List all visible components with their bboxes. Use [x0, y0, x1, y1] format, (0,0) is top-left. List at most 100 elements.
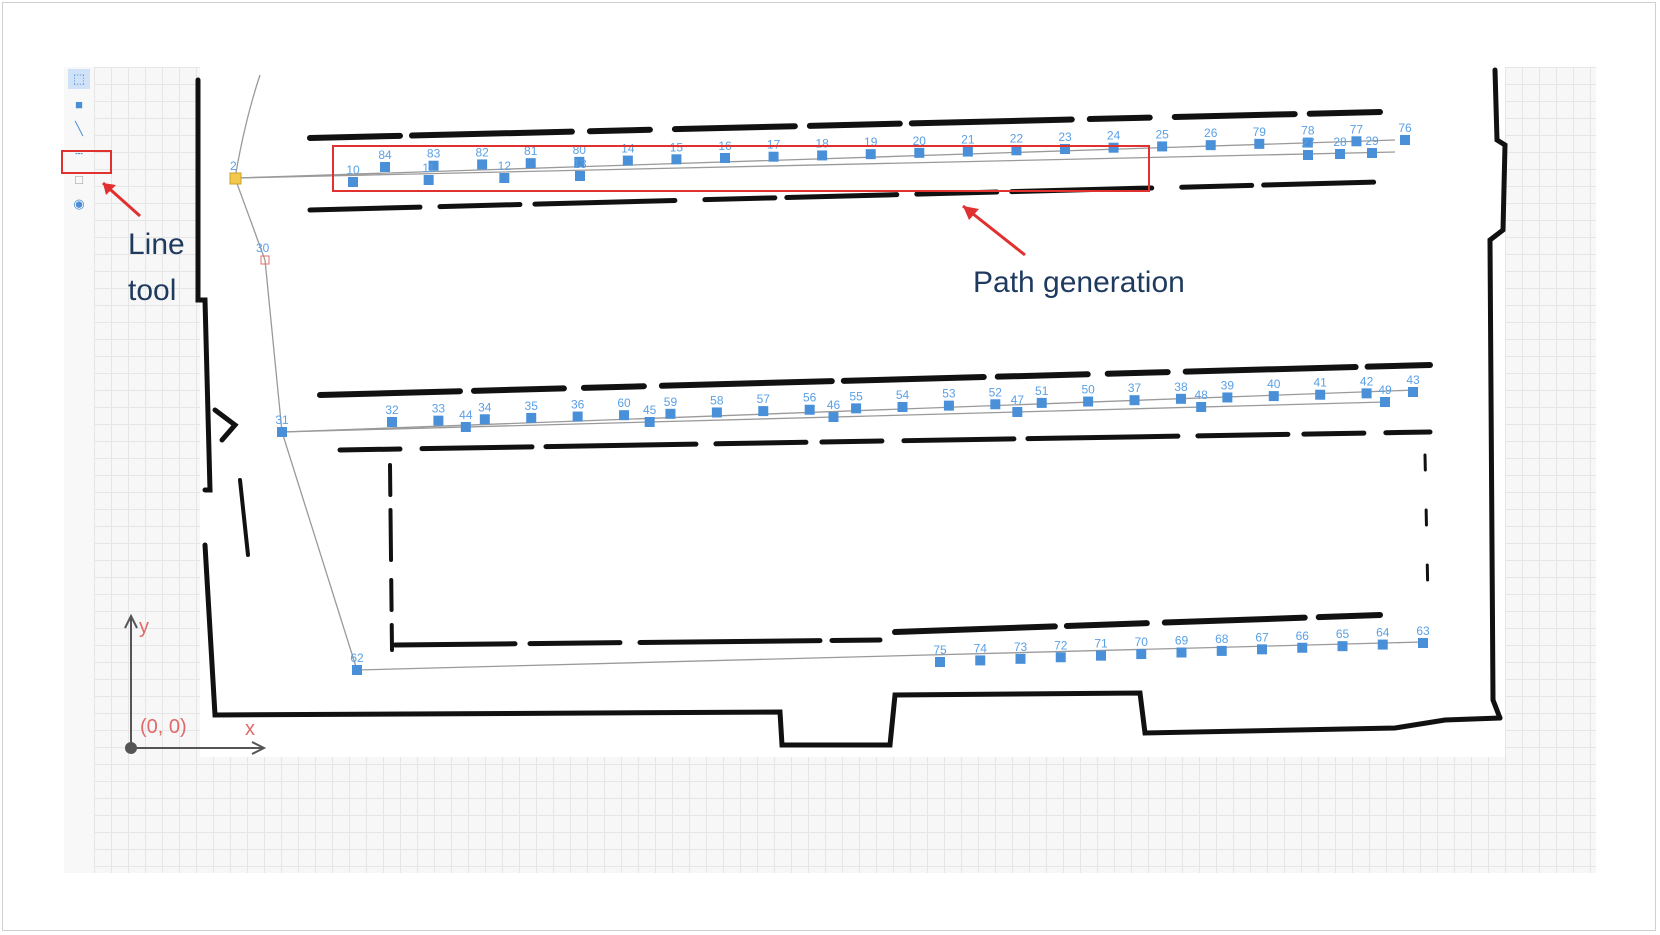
path-node[interactable]	[479, 414, 490, 425]
path-node[interactable]	[352, 665, 362, 675]
path-node[interactable]	[1335, 149, 1345, 159]
rect-icon[interactable]: □	[75, 171, 83, 187]
node-label: 21	[961, 133, 975, 147]
path-node[interactable]	[671, 154, 682, 165]
node-label: 15	[670, 140, 684, 154]
path-node[interactable]	[619, 410, 630, 421]
path-node[interactable]	[1377, 639, 1388, 650]
path-node[interactable]	[1175, 393, 1186, 404]
path-node[interactable]	[423, 175, 434, 185]
path-node[interactable]	[1297, 642, 1308, 653]
select-icon[interactable]: ⬚	[68, 69, 90, 89]
path-node[interactable]	[477, 159, 488, 170]
path-node[interactable]	[1315, 389, 1326, 400]
arrow-head-icon	[103, 183, 116, 195]
path-node[interactable]	[1196, 402, 1207, 412]
path-node[interactable]	[1129, 395, 1140, 406]
path-node[interactable]	[897, 402, 908, 412]
path-node[interactable]	[1418, 638, 1428, 648]
node-label: 83	[427, 147, 441, 161]
wall-pillar	[238, 478, 250, 557]
path-node[interactable]	[943, 400, 954, 411]
path-node[interactable]	[1176, 647, 1187, 658]
node-label: 42	[1360, 374, 1374, 388]
wall-left-upper	[195, 77, 213, 493]
path-node[interactable]	[817, 150, 828, 161]
path-node[interactable]	[720, 153, 730, 163]
path-node[interactable]	[1268, 391, 1279, 402]
node-label: 43	[1406, 373, 1420, 387]
node-label: 64	[1376, 626, 1390, 640]
path-node[interactable]	[1083, 396, 1094, 407]
path-node[interactable]	[1367, 148, 1377, 158]
wall-bottom	[202, 542, 1503, 748]
path-node[interactable]	[865, 149, 876, 160]
line-tool-label-line1: Line	[128, 228, 185, 261]
path-node[interactable]	[1136, 649, 1147, 660]
square-icon[interactable]: ■	[75, 96, 83, 112]
path-node[interactable]	[1302, 137, 1313, 148]
node-label: 37	[1128, 381, 1142, 395]
wall-right	[1487, 67, 1508, 721]
path-node[interactable]	[1361, 388, 1372, 399]
path-node[interactable]	[460, 422, 471, 432]
path-node[interactable]	[828, 412, 839, 422]
path-node[interactable]	[575, 171, 585, 181]
path-node[interactable]	[277, 427, 287, 437]
node-label: 55	[849, 389, 863, 403]
line-icon[interactable]: ┄	[75, 146, 83, 161]
path-node[interactable]	[1400, 135, 1410, 145]
path-node[interactable]	[1096, 650, 1106, 661]
path-node[interactable]	[1205, 140, 1216, 151]
path-node[interactable]	[1055, 652, 1066, 663]
path-node[interactable]	[1060, 144, 1070, 154]
path-node[interactable]	[711, 407, 722, 418]
node-label: 46	[827, 398, 841, 412]
eye-icon[interactable]: ◉	[73, 196, 85, 211]
path-node[interactable]	[428, 160, 439, 171]
path-node[interactable]	[804, 404, 815, 415]
node-label: 45	[643, 403, 657, 417]
path-node[interactable]	[1015, 653, 1026, 664]
path-node[interactable]	[1222, 392, 1233, 403]
path-node[interactable]	[962, 146, 973, 157]
path-node[interactable]	[758, 406, 769, 417]
path-node[interactable]	[1036, 397, 1047, 408]
start-node[interactable]	[229, 172, 242, 185]
path-node[interactable]	[387, 417, 397, 427]
path-node[interactable]	[525, 158, 536, 169]
path-node[interactable]	[665, 408, 676, 419]
path-node[interactable]	[990, 399, 1001, 410]
node-label: 13	[573, 157, 587, 171]
path-node[interactable]	[1157, 141, 1168, 152]
path-node[interactable]	[1012, 407, 1023, 417]
path-node[interactable]	[644, 417, 655, 427]
path-nodes[interactable]	[277, 135, 1428, 675]
path-node[interactable]	[1408, 387, 1418, 397]
path-node[interactable]	[914, 147, 925, 158]
path-node[interactable]	[1380, 397, 1390, 407]
connector-node[interactable]	[260, 255, 270, 265]
path-node[interactable]	[574, 156, 585, 167]
path-node[interactable]	[1351, 136, 1362, 147]
path-node[interactable]	[851, 403, 862, 414]
path-node[interactable]	[1108, 142, 1119, 153]
path-node[interactable]	[1011, 145, 1022, 156]
path-node[interactable]	[572, 411, 583, 422]
path-node[interactable]	[622, 155, 633, 166]
path-node[interactable]	[499, 173, 510, 183]
curve-icon[interactable]: ╲	[75, 121, 83, 136]
path-node[interactable]	[975, 655, 986, 666]
path-node[interactable]	[1216, 645, 1227, 656]
path-node[interactable]	[1337, 641, 1348, 652]
path-node[interactable]	[380, 162, 390, 172]
path-node[interactable]	[433, 415, 444, 426]
path-node[interactable]	[1303, 150, 1313, 160]
path-node[interactable]	[348, 177, 358, 187]
path-node[interactable]	[935, 657, 945, 667]
path-node[interactable]	[768, 151, 779, 162]
path-node[interactable]	[526, 412, 537, 423]
path-node[interactable]	[1254, 138, 1265, 149]
node-label: 62	[350, 651, 364, 665]
path-node[interactable]	[1257, 644, 1267, 655]
